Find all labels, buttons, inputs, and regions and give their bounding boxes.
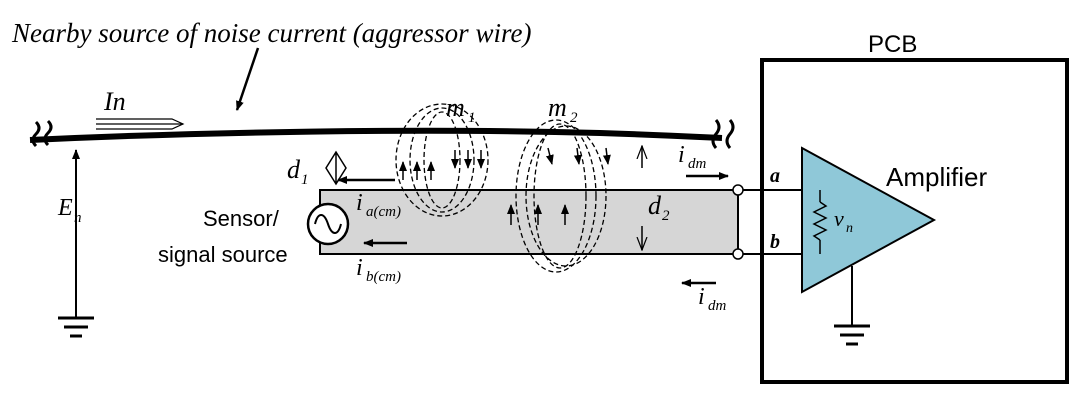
- label-d1: d: [287, 155, 301, 184]
- caption-pointer-arrow: [235, 47, 260, 111]
- label-ia: i: [356, 190, 363, 216]
- d1-spacing-icon: [325, 150, 347, 186]
- m1-flux-loops: [395, 103, 489, 217]
- wire-break-left-icon: [31, 119, 53, 148]
- ground-amplifier-icon: [834, 324, 870, 346]
- label-en-sub: n: [74, 210, 82, 226]
- label-d2-sub: 2: [662, 208, 670, 224]
- label-idm-top-sub: dm: [688, 156, 707, 172]
- label-d2: d: [648, 191, 662, 220]
- label-m2: m: [548, 93, 567, 122]
- label-en: E: [57, 195, 73, 221]
- label-vn: v: [834, 206, 844, 231]
- ground-left-icon: [58, 316, 94, 338]
- node-b-label: b: [770, 231, 780, 253]
- amplifier-triangle: [801, 146, 937, 294]
- diagram-caption: Nearby source of noise current (aggresso…: [11, 18, 531, 48]
- pcb-label: PCB: [868, 31, 917, 58]
- label-ib-sub: b(cm): [366, 269, 401, 285]
- amplifier-label: Amplifier: [886, 162, 987, 192]
- sine-wave-icon: [314, 214, 342, 234]
- label-m1-sub: 1: [468, 110, 476, 126]
- terminal-a: [732, 184, 744, 196]
- label-idm-bottom: i: [698, 284, 705, 310]
- noise-resistor-icon: [812, 201, 828, 241]
- label-ib: i: [356, 255, 363, 281]
- m2-flux-loops: [515, 119, 607, 273]
- sensor-label-line1: Sensor/: [203, 206, 280, 231]
- in-current-arrow: [96, 118, 185, 130]
- label-d1-sub: 1: [301, 172, 309, 188]
- label-idm-bottom-sub: dm: [708, 298, 727, 314]
- aggressor-wire: [29, 127, 723, 143]
- node-a-label: a: [770, 165, 780, 187]
- terminal-b: [732, 248, 744, 260]
- label-m1: m: [446, 93, 465, 122]
- m1-flux-arrows: [399, 150, 485, 180]
- label-idm-top: i: [678, 142, 685, 168]
- label-ia-sub: a(cm): [366, 204, 401, 220]
- label-vn-sub: n: [846, 221, 853, 236]
- label-m2-sub: 2: [570, 110, 578, 126]
- sensor-label-line2: signal source: [158, 242, 288, 267]
- cable-body: [319, 189, 739, 255]
- wire-break-right-icon: [711, 119, 735, 149]
- m2-flux-arrows: [507, 147, 611, 225]
- pcb-box: [760, 58, 1069, 384]
- label-in: In: [103, 87, 126, 116]
